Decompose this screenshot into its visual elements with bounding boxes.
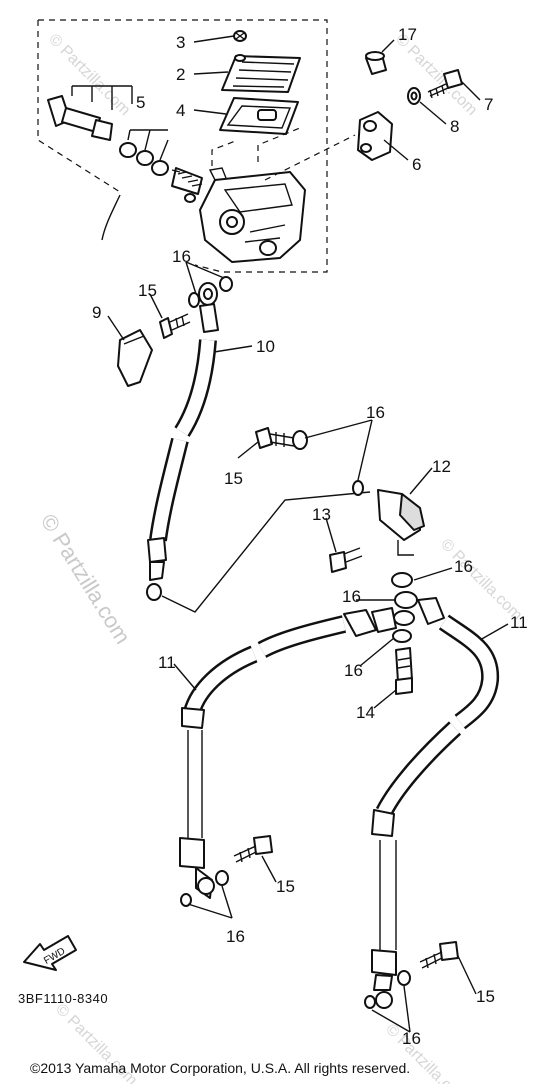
part-11-hose-left — [179, 607, 397, 907]
watermark-mid-right: © Partzilla.com — [437, 536, 525, 624]
leader-body-to-cap — [211, 139, 239, 166]
callout-15d: 15 — [476, 987, 495, 1006]
part-4-diaphragm — [219, 97, 299, 135]
callout-leaders — [107, 35, 509, 1033]
callout-16b: 16 — [366, 403, 385, 422]
part-2-cap — [221, 54, 301, 93]
part-12-junction — [377, 489, 425, 556]
leader-body-to-6 — [264, 134, 356, 181]
part-9-boot — [117, 329, 153, 387]
callout-15a: 15 — [138, 281, 157, 300]
watermark-center: © Partzilla.com — [36, 509, 136, 648]
callout-numbers: 3 2 4 5 17 7 8 6 16 15 9 10 16 15 12 13 … — [92, 25, 528, 1048]
assembly-bracket-curve — [101, 194, 121, 241]
callout-11a: 11 — [158, 653, 176, 672]
callout-16a: 16 — [172, 247, 191, 266]
part-10-brake-hose — [146, 339, 217, 601]
banjo-upper — [188, 276, 233, 333]
callout-14: 14 — [356, 703, 375, 722]
diagram-code: 3BF1110-8340 — [18, 991, 109, 1006]
part-15-bolt-left-lower — [233, 835, 273, 863]
part-17-cap — [365, 51, 387, 75]
part-7-bolt — [427, 69, 463, 99]
leader-hose10-to-12 — [161, 491, 371, 613]
callout-12: 12 — [432, 457, 451, 476]
part-3-screw — [233, 30, 247, 42]
part-15-bolt-right-lower — [419, 941, 459, 969]
callout-16g: 16 — [402, 1029, 421, 1048]
part-11-hose-right — [364, 597, 500, 1009]
part-16-washer-middle — [352, 480, 364, 496]
part-6-clamp — [357, 111, 393, 161]
callout-6: 6 — [412, 155, 421, 174]
fwd-arrow: FWD — [23, 935, 77, 971]
callout-16c: 16 — [454, 557, 473, 576]
assembly-outline — [37, 19, 328, 273]
callout-5: 5 — [136, 93, 145, 112]
part-8-washer — [407, 87, 421, 105]
callout-8: 8 — [450, 117, 459, 136]
watermark-top-right: © Partzilla.com — [392, 31, 480, 119]
callout-13: 13 — [312, 505, 331, 524]
callout-15b: 15 — [224, 469, 243, 488]
leader-body-to-diaphragm — [257, 127, 301, 162]
part-5-piston-kit — [47, 85, 203, 203]
callout-11b: 11 — [510, 613, 528, 632]
callout-10: 10 — [256, 337, 275, 356]
part-1-master-cylinder-body — [199, 167, 306, 263]
part-13-bolt — [329, 547, 363, 573]
callout-2: 2 — [176, 65, 185, 84]
part-15-bolt-upper — [159, 313, 191, 339]
callout-9: 9 — [92, 303, 101, 322]
junction-stack — [391, 572, 418, 683]
callout-3: 3 — [176, 33, 185, 52]
part-14-bolt — [395, 677, 413, 695]
part-15-bolt-middle — [255, 427, 308, 450]
callout-16e: 16 — [344, 661, 363, 680]
callout-16f: 16 — [226, 927, 245, 946]
callout-15c: 15 — [276, 877, 295, 896]
callout-16d: 16 — [342, 587, 361, 606]
copyright-notice: ©2013 Yamaha Motor Corporation, U.S.A. A… — [30, 1060, 411, 1076]
callout-7: 7 — [484, 95, 493, 114]
callout-4: 4 — [176, 101, 185, 120]
callout-17: 17 — [398, 25, 417, 44]
